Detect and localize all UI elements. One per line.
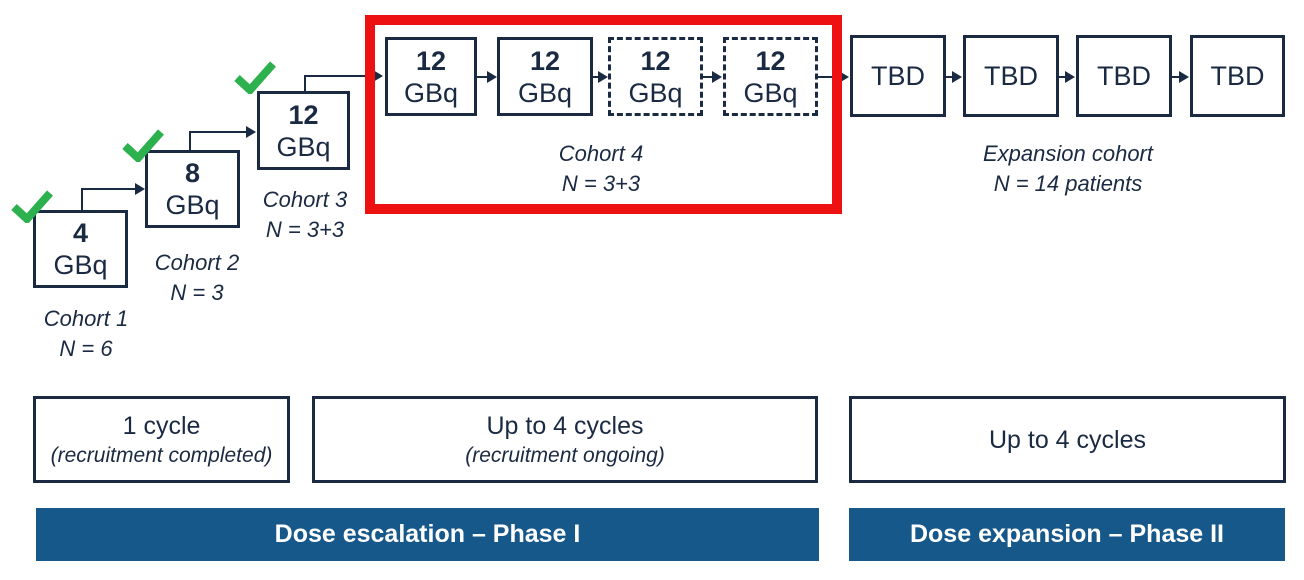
- dose-unit: GBq: [53, 250, 108, 280]
- dose-box-cohort4-cycle4: 12 GBq: [723, 37, 818, 116]
- cohort-name: Cohort 2: [154, 250, 240, 275]
- tbd-box-4: TBD: [1190, 35, 1285, 117]
- dose-box-cohort4-cycle3: 12 GBq: [608, 37, 703, 116]
- arrow-cycle3-to-cycle4: [703, 71, 722, 83]
- elbow-arrow-line: [189, 131, 191, 152]
- dose-value: 12: [415, 45, 447, 76]
- cohort-n: N = 14 patients: [993, 171, 1143, 196]
- green-checkmark-icon: [11, 190, 53, 223]
- cohort3-label: Cohort 3 N = 3+3: [235, 185, 375, 245]
- dose-unit: GBq: [743, 77, 798, 108]
- green-checkmark-icon: [234, 61, 276, 94]
- dose-value: 12: [529, 45, 561, 76]
- arrow-cohort1-to-cohort2: [81, 183, 145, 195]
- cohort-n: N = 6: [59, 336, 113, 361]
- arrow-cycle2-to-cycle3: [593, 71, 608, 83]
- phase-bar-expansion: Dose expansion – Phase II: [849, 508, 1285, 561]
- dose-unit: GBq: [276, 131, 331, 162]
- cycle-sub-text: (recruitment ongoing): [465, 443, 665, 467]
- cohort-name: Expansion cohort: [983, 141, 1153, 166]
- arrow-cohort3-to-cohort4: [304, 70, 383, 82]
- tbd-label: TBD: [871, 60, 925, 91]
- cohort-name: Cohort 4: [558, 141, 644, 166]
- cohort1-label: Cohort 1 N = 6: [16, 304, 156, 364]
- cohort-name: Cohort 3: [262, 187, 348, 212]
- cohort-n: N = 3+3: [561, 171, 641, 196]
- elbow-arrow-line: [81, 188, 83, 212]
- phase-bar-label: Dose escalation – Phase I: [274, 520, 581, 548]
- cycle-main-text: 1 cycle: [122, 411, 201, 440]
- tbd-box-3: TBD: [1076, 35, 1172, 117]
- tbd-box-2: TBD: [963, 35, 1059, 117]
- tbd-label: TBD: [984, 60, 1038, 91]
- dose-value: 8: [184, 158, 201, 188]
- dose-box-cohort2: 8 GBq: [145, 150, 240, 228]
- cycle-sub-text: (recruitment completed): [50, 443, 273, 467]
- phase-bar-escalation: Dose escalation – Phase I: [36, 508, 819, 561]
- dose-value: 12: [640, 45, 671, 76]
- arrow-cohort4-to-expansion: [818, 71, 849, 83]
- dose-unit: GBq: [517, 77, 573, 108]
- cycle-main-text: Up to 4 cycles: [486, 411, 644, 440]
- cycle-main-text: Up to 4 cycles: [988, 425, 1146, 454]
- dose-box-cohort4-cycle1: 12 GBq: [385, 37, 477, 116]
- cohort-n: N = 3+3: [265, 217, 345, 242]
- green-checkmark-icon: [122, 129, 164, 162]
- expansion-cohort-label: Expansion cohort N = 14 patients: [918, 139, 1218, 199]
- cohort-name: Cohort 1: [43, 306, 129, 331]
- cohort4-highlight-rect: [365, 15, 842, 214]
- cycle-box-expansion: Up to 4 cycles: [849, 396, 1286, 483]
- arrow-cohort2-to-cohort3: [189, 126, 256, 138]
- dose-box-cohort3: 12 GBq: [257, 91, 350, 170]
- phase-bar-label: Dose expansion – Phase II: [909, 520, 1224, 548]
- dose-value: 4: [72, 218, 89, 248]
- cohort4-label: Cohort 4 N = 3+3: [451, 139, 751, 199]
- dose-value: 12: [288, 99, 319, 130]
- cohort2-label: Cohort 2 N = 3: [127, 248, 267, 308]
- cohort-n: N = 3: [170, 280, 224, 305]
- elbow-arrow-line: [304, 75, 306, 93]
- arrow-tbd1-to-tbd2: [946, 71, 962, 83]
- dose-unit: GBq: [628, 77, 683, 108]
- tbd-label: TBD: [1097, 60, 1151, 91]
- cycle-box-escalation-completed: 1 cycle (recruitment completed): [33, 396, 290, 483]
- dose-box-cohort1: 4 GBq: [33, 210, 128, 288]
- arrow-cycle1-to-cycle2: [477, 71, 497, 83]
- tbd-box-1: TBD: [850, 35, 946, 117]
- cycle-box-escalation-ongoing: Up to 4 cycles (recruitment ongoing): [312, 396, 818, 483]
- dose-box-cohort4-cycle2: 12 GBq: [497, 37, 593, 116]
- dose-unit: GBq: [165, 190, 220, 220]
- tbd-label: TBD: [1210, 60, 1265, 91]
- dose-value: 12: [755, 45, 786, 76]
- arrow-tbd3-to-tbd4: [1172, 71, 1189, 83]
- arrow-tbd2-to-tbd3: [1059, 71, 1075, 83]
- dose-unit: GBq: [403, 77, 459, 108]
